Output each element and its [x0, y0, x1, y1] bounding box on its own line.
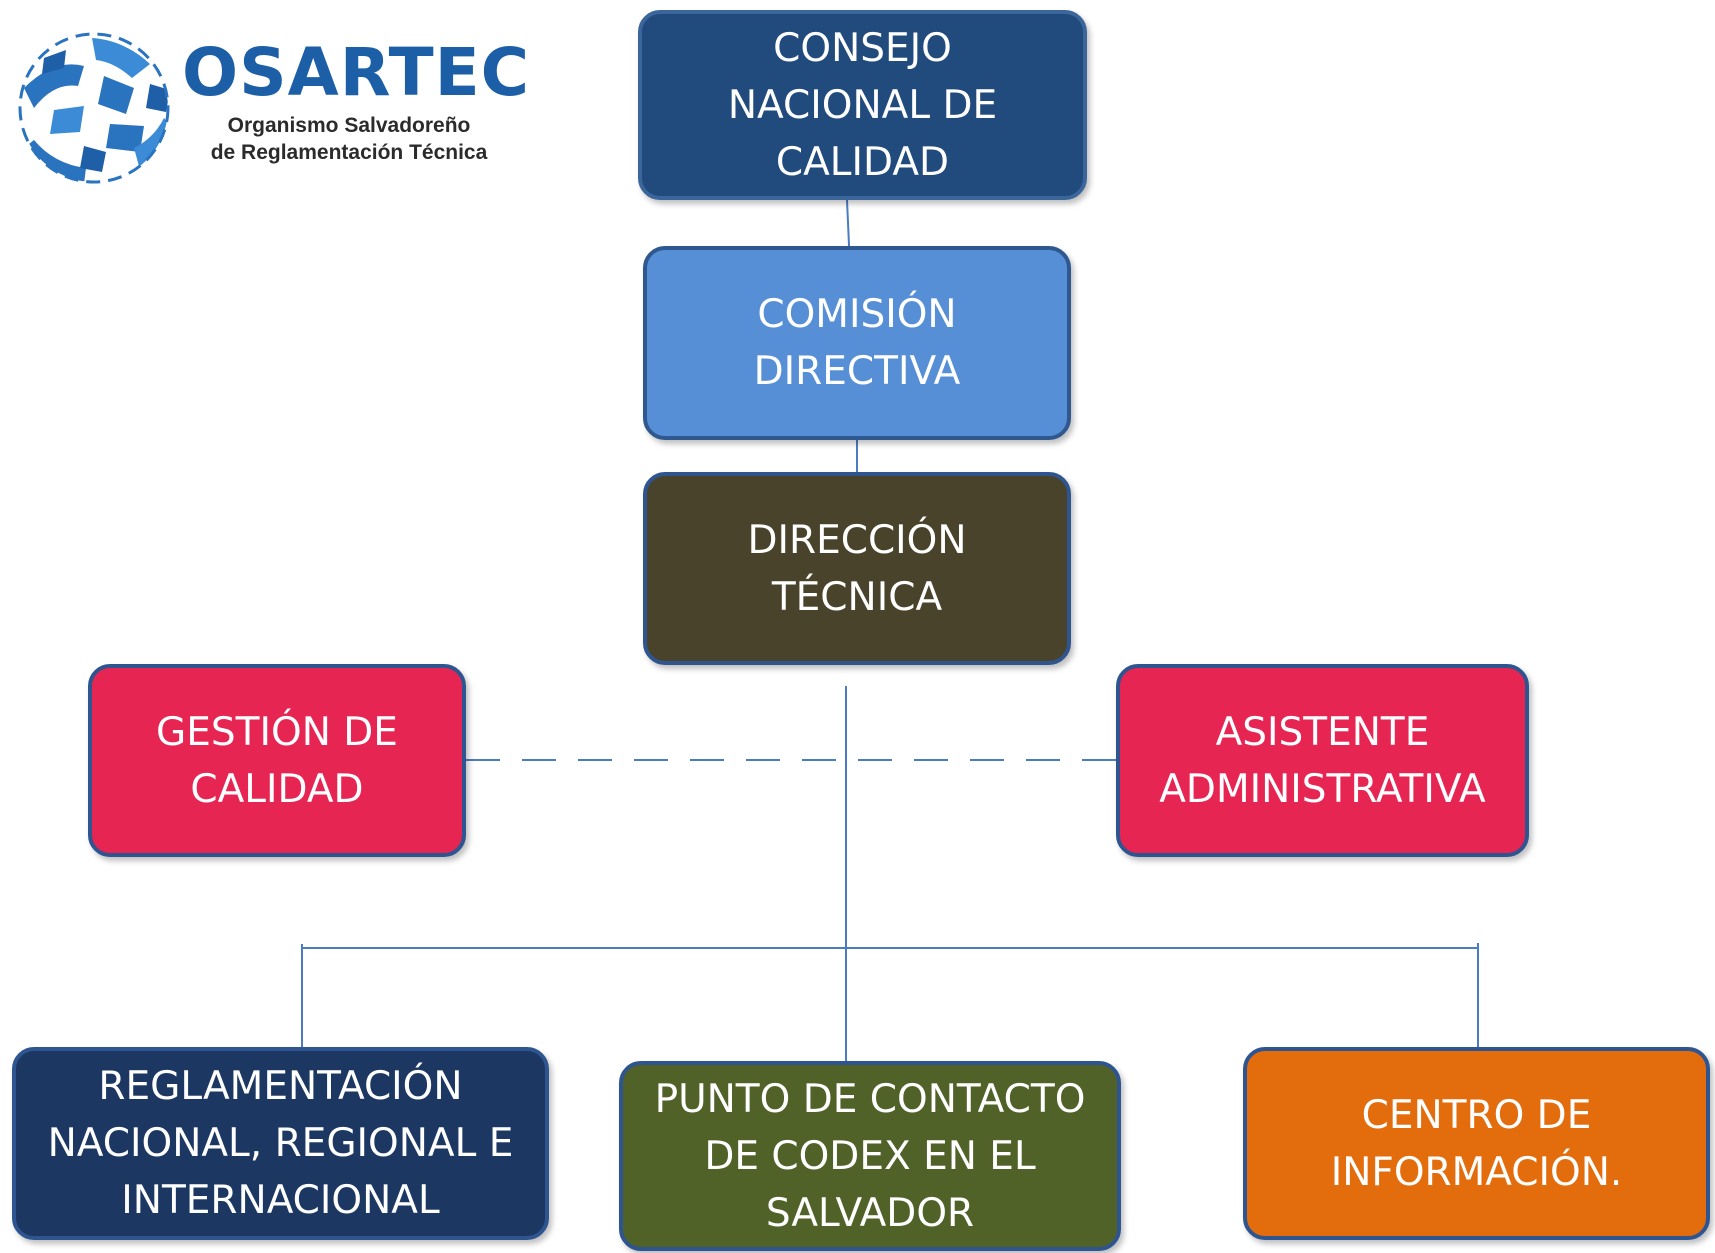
node-label: DIRECCIÓN TÉCNICA — [747, 517, 967, 620]
node-label: REGLAMENTACIÓN NACIONAL, REGIONAL E INTE… — [47, 1064, 514, 1223]
node-label: CENTRO DE INFORMACIÓN. — [1330, 1092, 1623, 1195]
logo-subtitle-line2: de Reglamentación Técnica — [210, 141, 488, 164]
logo-name: OSARTEC — [182, 34, 531, 111]
osartec-logo: OSARTEC Organismo Salvadoreño de Reglame… — [14, 28, 529, 188]
node-label: ASISTENTE ADMINISTRATIVA — [1159, 709, 1486, 812]
globe-icon — [18, 32, 170, 184]
logo-subtitle-line1: Organismo Salvadoreño — [227, 114, 471, 137]
node-asistente-administrativa: ASISTENTE ADMINISTRATIVA — [1116, 664, 1529, 857]
node-label: COMISIÓN DIRECTIVA — [753, 292, 961, 394]
node-gestion-de-calidad: GESTIÓN DE CALIDAD — [88, 664, 466, 857]
node-centro-de-informacion: CENTRO DE INFORMACIÓN. — [1243, 1047, 1710, 1240]
node-reglamentacion: REGLAMENTACIÓN NACIONAL, REGIONAL E INTE… — [12, 1047, 549, 1240]
node-label: PUNTO DE CONTACTO DE CODEX EN EL SALVADO… — [654, 1076, 1086, 1236]
node-punto-de-contacto-codex: PUNTO DE CONTACTO DE CODEX EN EL SALVADO… — [619, 1061, 1121, 1251]
logo-subtitle: Organismo Salvadoreño de Reglamentación … — [184, 112, 514, 166]
node-label: GESTIÓN DE CALIDAD — [156, 709, 398, 812]
node-consejo-nacional-de-calidad: CONSEJO NACIONAL DE CALIDAD — [638, 10, 1087, 200]
node-comision-directiva: COMISIÓN DIRECTIVA — [643, 246, 1071, 440]
node-label: CONSEJO NACIONAL DE CALIDAD — [727, 25, 998, 185]
node-direccion-tecnica: DIRECCIÓN TÉCNICA — [643, 472, 1071, 665]
